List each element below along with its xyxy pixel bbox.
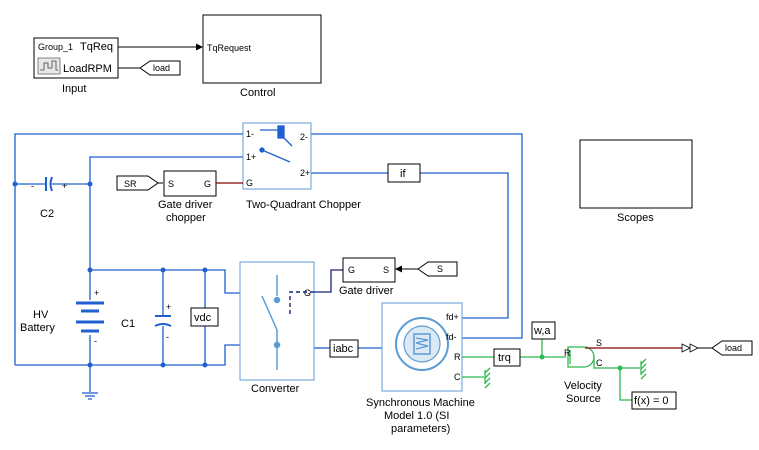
battery-minus: - [94, 336, 97, 346]
from-sr[interactable]: SR [116, 175, 159, 191]
input-port-tqreq: TqReq [80, 41, 113, 53]
goto-iabc[interactable]: iabc [329, 339, 359, 358]
chopper-port-2m: 2- [300, 132, 308, 142]
input-group-label: Group_1 [38, 42, 73, 52]
gdc-label-line1: Gate driver [158, 199, 213, 211]
goto-load-top[interactable]: load [139, 60, 181, 76]
mechanical-reference-icon [640, 358, 647, 380]
from-load-right[interactable]: load [711, 340, 753, 356]
signal-builder-icon [37, 57, 61, 75]
vs-port-c: C [596, 358, 603, 368]
input-block[interactable]: Group_1 TqReq LoadRPM Input [33, 37, 119, 95]
sm-label-line2: Model 1.0 (SI [384, 410, 449, 422]
from-s-text: S [437, 264, 443, 274]
junction-dots-mech [539, 354, 623, 371]
sm-port-r: R [454, 352, 461, 362]
chopper-label: Two-Quadrant Chopper [246, 199, 361, 211]
vs-label-line1: Velocity [564, 380, 602, 392]
sm-label-line3: parameters) [391, 423, 450, 435]
vs-port-s: S [596, 338, 602, 348]
c2-label: C2 [40, 208, 54, 220]
gd-port-g: G [348, 265, 355, 275]
scopes-block[interactable]: Scopes [579, 139, 693, 224]
ps-converter-icon [681, 343, 712, 353]
converter-label: Converter [251, 383, 300, 395]
from-sr-text: SR [124, 179, 137, 189]
vs-label-line2: Source [566, 393, 601, 405]
capacitor-c2[interactable]: - + C2 [31, 176, 67, 220]
goto-trq[interactable]: trq [493, 348, 521, 367]
c1-label: C1 [121, 318, 135, 330]
solver-text: f(x) = 0 [634, 395, 669, 407]
switch-icon [261, 275, 281, 370]
scopes-label: Scopes [617, 212, 654, 224]
c2-plus: + [62, 181, 67, 191]
goto-trq-text: trq [498, 352, 511, 364]
battery-label-line1: HV [33, 309, 49, 321]
mechanical-reference-icon [484, 367, 491, 389]
capacitor-c1[interactable]: + - C1 [121, 302, 172, 342]
two-quadrant-chopper-block[interactable]: 1- 1+ G 2- 2+ Two-Quadrant Chopper [242, 122, 361, 211]
c1-plus: + [166, 302, 171, 312]
from-s[interactable]: S [417, 261, 458, 277]
goto-if[interactable]: if [387, 163, 421, 183]
c2-minus: - [31, 181, 34, 191]
goto-if-text: if [400, 168, 406, 180]
gate-signal-dashed [289, 291, 313, 314]
gdc-label-line2: chopper [166, 212, 206, 224]
gate-driver-chopper-block[interactable]: S G Gate driver chopper [158, 170, 217, 224]
control-block[interactable]: TqRequest Control [202, 14, 322, 99]
input-label: Input [62, 83, 86, 95]
from-load-right-text: load [725, 343, 742, 353]
gate-driver-block[interactable]: G S Gate driver [339, 257, 396, 297]
chopper-port-g: G [246, 178, 253, 188]
chopper-port-1m: 1- [246, 129, 254, 139]
solver-configuration-block[interactable]: f(x) = 0 [631, 391, 677, 410]
gate-driver-to-converter-line[interactable] [313, 269, 344, 293]
synchronous-machine-icon [395, 317, 449, 371]
gdc-port-s: S [168, 179, 174, 189]
gd-port-s: S [383, 265, 389, 275]
ground-icon [82, 392, 98, 400]
battery-label-line2: Battery [20, 322, 55, 334]
goto-load-top-text: load [153, 63, 170, 73]
goto-iabc-text: iabc [333, 343, 354, 355]
battery-icon[interactable]: + - HV Battery [20, 288, 104, 346]
vs-port-r: R [564, 348, 571, 358]
control-label: Control [240, 87, 275, 99]
goto-wa-text: w,a [533, 325, 551, 337]
c1-minus: - [166, 332, 169, 342]
goto-vdc-text: vdc [194, 312, 212, 324]
chopper-port-1p: 1+ [246, 152, 256, 162]
converter-block[interactable]: G Converter [239, 261, 315, 395]
gd-label: Gate driver [339, 285, 394, 297]
goto-wa[interactable]: w,a [531, 321, 556, 340]
chopper-port-2p: 2+ [300, 168, 310, 178]
sm-port-c: C [454, 372, 461, 382]
converter-port-g: G [304, 288, 311, 298]
sm-port-fdm: fd- [446, 332, 457, 342]
gdc-port-g: G [204, 179, 211, 189]
switch-icon [259, 125, 293, 163]
sm-label-line1: Synchronous Machine [366, 397, 475, 409]
junction-dots [12, 181, 208, 368]
control-port-tqrequest: TqRequest [207, 43, 252, 53]
goto-vdc[interactable]: vdc [190, 307, 219, 327]
sm-port-fdp: fd+ [446, 312, 459, 322]
synchronous-machine-block[interactable]: fd+ fd- R C Synchronous Machine Model 1.… [366, 302, 475, 435]
input-port-loadrpm: LoadRPM [63, 63, 112, 75]
battery-plus: + [94, 288, 99, 298]
velocity-source-block[interactable]: R S C Velocity Source [564, 338, 603, 405]
